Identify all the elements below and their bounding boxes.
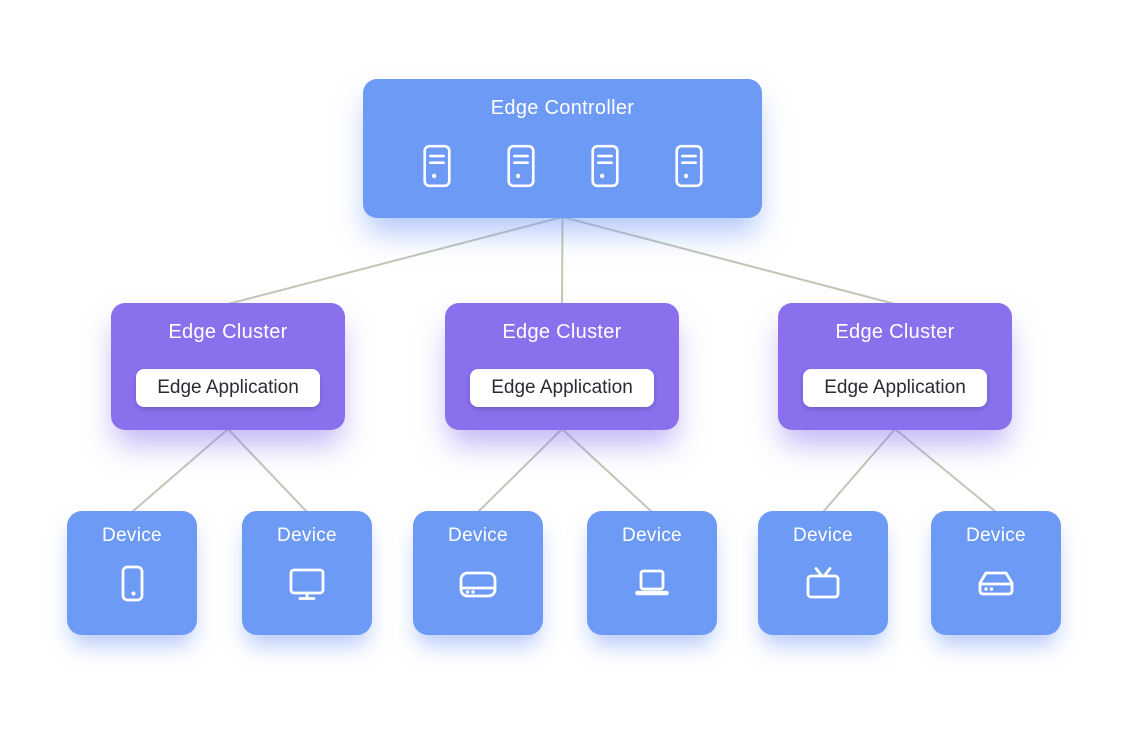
device-label: Device	[102, 525, 162, 546]
device-node: Device	[67, 511, 197, 635]
edge-controller-node: Edge Controller	[363, 79, 762, 218]
device-node: Device	[931, 511, 1061, 635]
device-node: Device	[758, 511, 888, 635]
device-node: Device	[413, 511, 543, 635]
edge-cluster-node: Edge Cluster Edge Application	[778, 303, 1012, 430]
server-icon	[588, 143, 622, 189]
device-label: Device	[966, 525, 1026, 546]
tv-icon	[799, 560, 847, 608]
device-label: Device	[622, 525, 682, 546]
edge-cluster-node: Edge Cluster Edge Application	[111, 303, 345, 430]
device-label: Device	[793, 525, 853, 546]
edge-cluster-label: Edge Cluster	[502, 321, 622, 343]
monitor-icon	[283, 560, 331, 608]
edge-application-badge: Edge Application	[470, 369, 654, 407]
smartphone-icon	[108, 560, 156, 608]
edge-cluster-node: Edge Cluster Edge Application	[445, 303, 679, 430]
edge-cluster-label: Edge Cluster	[835, 321, 955, 343]
device-label: Device	[448, 525, 508, 546]
laptop-icon	[628, 560, 676, 608]
device-label: Device	[277, 525, 337, 546]
device-node: Device	[242, 511, 372, 635]
storage-drive-icon	[454, 560, 502, 608]
edge-controller-label: Edge Controller	[490, 97, 635, 119]
device-node: Device	[587, 511, 717, 635]
server-icon	[504, 143, 538, 189]
server-icon-row	[363, 143, 762, 189]
edge-application-badge: Edge Application	[803, 369, 987, 407]
router-icon	[972, 560, 1020, 608]
server-icon	[420, 143, 454, 189]
edge-cluster-label: Edge Cluster	[168, 321, 288, 343]
server-icon	[672, 143, 706, 189]
edge-application-badge: Edge Application	[136, 369, 320, 407]
